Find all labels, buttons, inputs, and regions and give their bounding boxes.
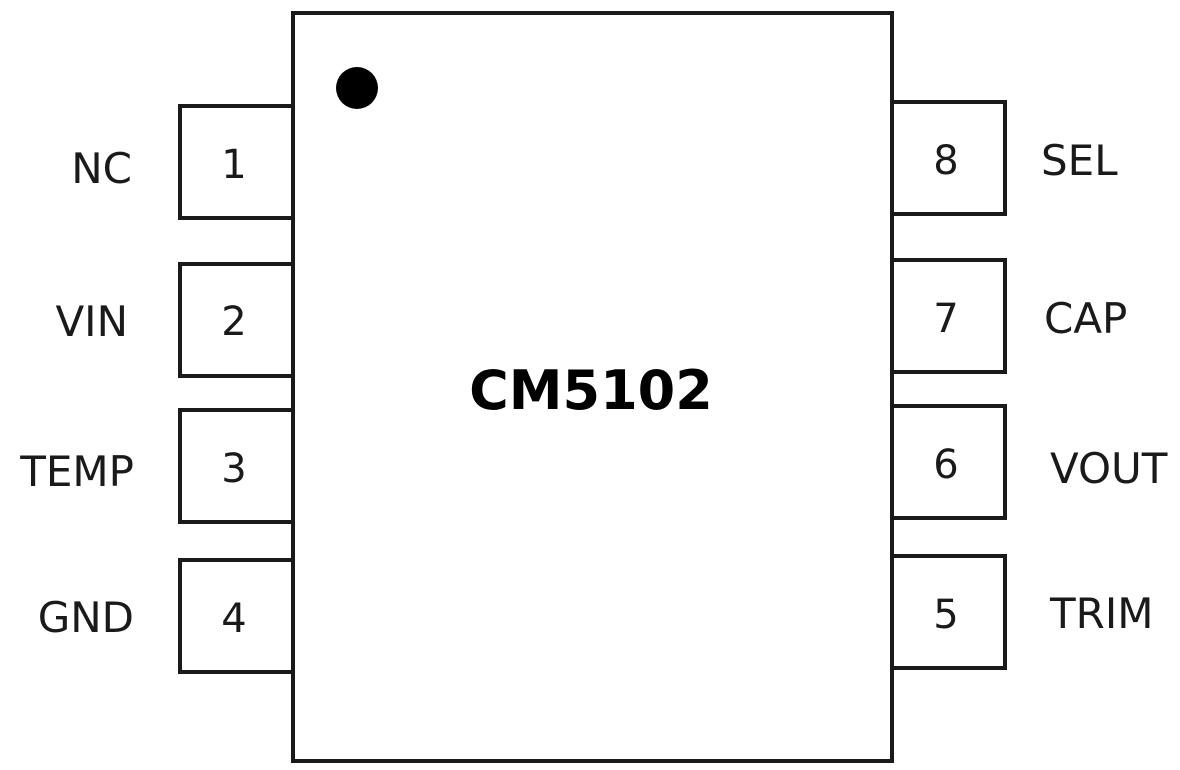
pin-7-label: CAP	[1044, 294, 1127, 343]
pin-4-number: 4	[221, 596, 246, 642]
pin-5-number: 5	[933, 592, 958, 638]
pin-3-box	[178, 408, 295, 524]
pin-4-label: GND	[38, 593, 134, 642]
left-pin-2: 2 VIN	[55, 262, 295, 378]
pin-1-box	[178, 104, 295, 220]
pin-8-label: SEL	[1041, 136, 1118, 185]
left-pin-3: 3 TEMP	[19, 408, 295, 524]
pin-1-number: 1	[221, 142, 246, 188]
left-pin-1: 1 NC	[71, 104, 295, 220]
pin-5-label: TRIM	[1049, 589, 1153, 638]
pin-6-label: VOUT	[1050, 444, 1168, 493]
pin1-indicator-dot-icon	[336, 67, 378, 109]
pin-3-number: 3	[221, 446, 246, 492]
pin-3-label: TEMP	[19, 447, 134, 496]
pin-8-number: 8	[933, 138, 958, 184]
right-pin-7: 7 CAP	[890, 258, 1127, 374]
left-pin-4: 4 GND	[38, 558, 295, 674]
right-pin-8: 8 SEL	[890, 100, 1118, 216]
pin-1-label: NC	[71, 144, 132, 193]
pin-2-number: 2	[221, 299, 246, 345]
pin-2-label: VIN	[55, 297, 128, 346]
pin-6-box	[890, 404, 1007, 520]
pin-8-box	[890, 100, 1007, 216]
chip-part-number: CM5102	[469, 359, 713, 422]
chip-body	[291, 11, 894, 763]
pin-7-number: 7	[933, 296, 958, 342]
right-pin-6: 6 VOUT	[890, 404, 1168, 520]
pin-6-number: 6	[933, 442, 958, 488]
right-pin-5: 5 TRIM	[890, 554, 1153, 670]
pin-2-box	[178, 262, 295, 378]
